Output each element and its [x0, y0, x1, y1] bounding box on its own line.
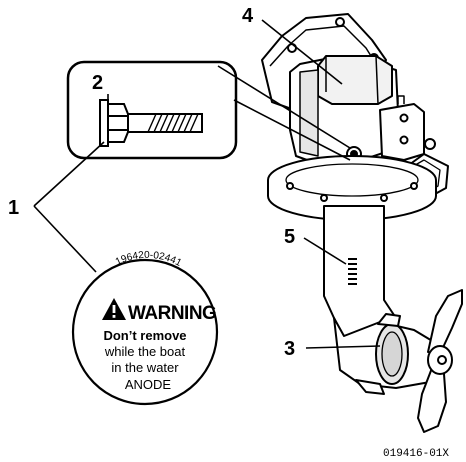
leader-inset-bottom [233, 99, 351, 161]
callout-4: 4 [242, 5, 254, 27]
propeller [417, 289, 463, 433]
leader-4 [261, 19, 343, 85]
warning-label: 196420-02441 WARNING Don’t remove while … [71, 250, 219, 406]
label-line-2: while the boat [104, 344, 186, 359]
drive-unit-housing [261, 13, 449, 201]
leader-1-to-bolt [33, 141, 105, 207]
label-line-4: ANODE [125, 377, 172, 392]
anode-ring [375, 323, 409, 385]
label-warning: WARNING [128, 303, 216, 324]
anode-bolt-illustration [99, 99, 203, 147]
leader-inset-top [217, 65, 351, 149]
label-line-1: Don’t remove [103, 328, 186, 343]
warning-triangle-icon [102, 298, 126, 320]
callout-2: 2 [92, 72, 103, 94]
callout-1: 1 [8, 197, 19, 219]
callout-3: 3 [284, 338, 295, 360]
figure-id: 019416-01X [383, 448, 449, 460]
leader-5 [303, 237, 347, 265]
leader-3 [305, 345, 381, 349]
lower-unit [333, 313, 441, 395]
leader-lines [33, 19, 381, 349]
label-line-3: in the water [111, 360, 179, 375]
leader-1-to-label [33, 205, 97, 273]
callout-5: 5 [284, 226, 295, 248]
water-intake-slots [348, 258, 357, 285]
inset-detail-box [66, 60, 238, 160]
mounting-base [267, 155, 437, 221]
